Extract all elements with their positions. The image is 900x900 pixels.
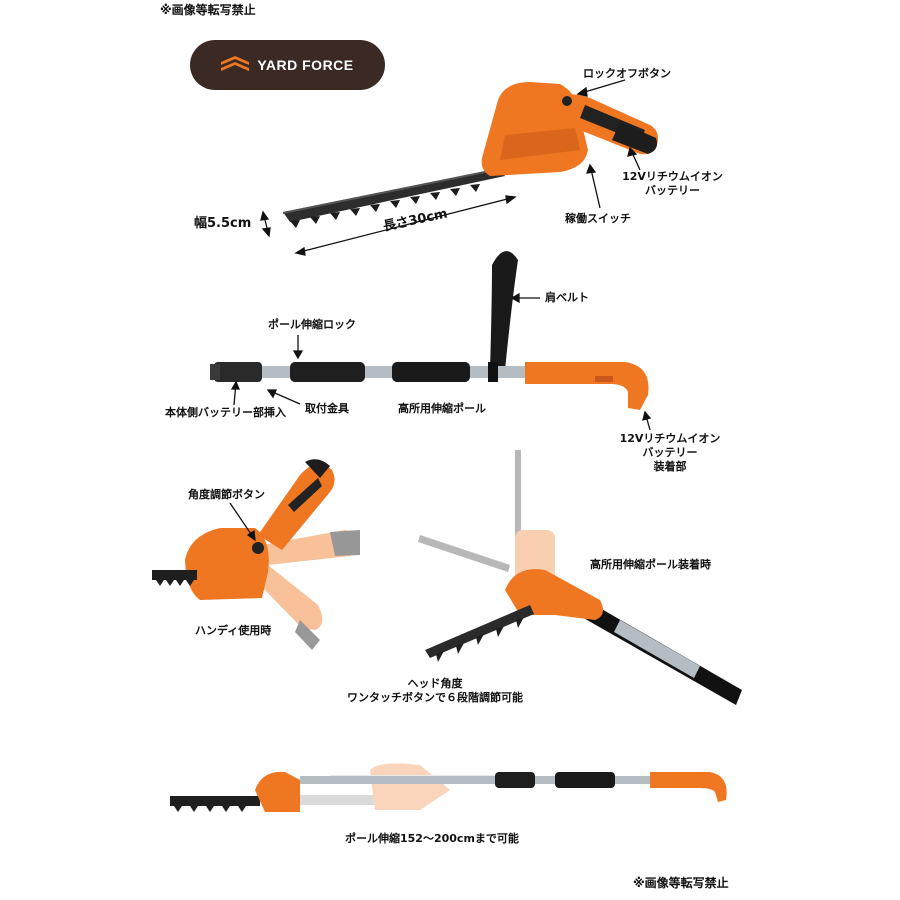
extension-head	[255, 771, 300, 812]
battery-insert-fitting	[214, 362, 262, 382]
pole-image	[210, 251, 649, 410]
label-head-angle-line2: ワンタッチボタンで６段階調節可能	[347, 691, 523, 704]
pole-extension-image	[170, 763, 727, 812]
label-pole-attached: 高所用伸縮ポール装着時	[590, 558, 711, 571]
pole-grip	[392, 362, 470, 382]
trimmer-main-image	[283, 82, 658, 228]
pole-attached-image	[418, 450, 742, 705]
label-battery-mount-line2: バッテリー	[642, 446, 698, 459]
label-fitting: 取付金具	[305, 402, 349, 415]
label-width: 幅5.5cm	[194, 216, 252, 231]
label-battery: 12Vリチウムイオン バッテリー	[620, 170, 725, 198]
handy-use-image	[152, 459, 360, 650]
label-pole-lock: ポール伸縮ロック	[268, 318, 356, 331]
label-angle-button: 角度調節ボタン	[188, 488, 265, 501]
label-head-angle-line1: ヘッド角度	[407, 677, 463, 690]
copy-notice-top: ※画像等転写禁止	[160, 3, 256, 17]
label-handy: ハンディ使用時	[195, 624, 272, 637]
label-battery-line2: バッテリー	[645, 184, 700, 197]
label-pole: 高所用伸縮ポール	[398, 402, 486, 415]
label-lock-off-button: ロックオフボタン	[583, 67, 671, 80]
battery-mount	[525, 362, 649, 410]
brand-chevron-icon	[221, 56, 250, 71]
label-battery-insert: 本体側バッテリー部挿入	[165, 406, 286, 419]
extension-battery-mount	[650, 772, 727, 802]
label-pole-extend: ポール伸縮152〜200cmまで可能	[345, 832, 519, 845]
label-head-angle: ヘッド角度 ワンタッチボタンで６段階調節可能	[330, 677, 540, 705]
shoulder-belt	[490, 251, 518, 370]
label-shoulder-belt: 肩ベルト	[545, 291, 589, 304]
label-battery-mount-line1: 12Vリチウムイオン	[619, 432, 721, 445]
label-battery-mount-line3: 装着部	[653, 460, 687, 473]
trimmer-battery	[612, 122, 657, 154]
label-switch: 稼働スイッチ	[565, 212, 631, 225]
brand-logo: YARD FORCE	[190, 40, 385, 90]
label-battery-line1: 12Vリチウムイオン	[622, 170, 723, 183]
label-battery-mount: 12Vリチウムイオン バッテリー 装着部	[615, 432, 725, 474]
brand-name: YARD FORCE	[257, 57, 354, 73]
copy-notice-bottom: ※画像等転写禁止	[633, 876, 729, 890]
pole-lock	[290, 362, 365, 382]
trimmer-blade	[283, 168, 505, 222]
handy-body	[185, 528, 269, 600]
